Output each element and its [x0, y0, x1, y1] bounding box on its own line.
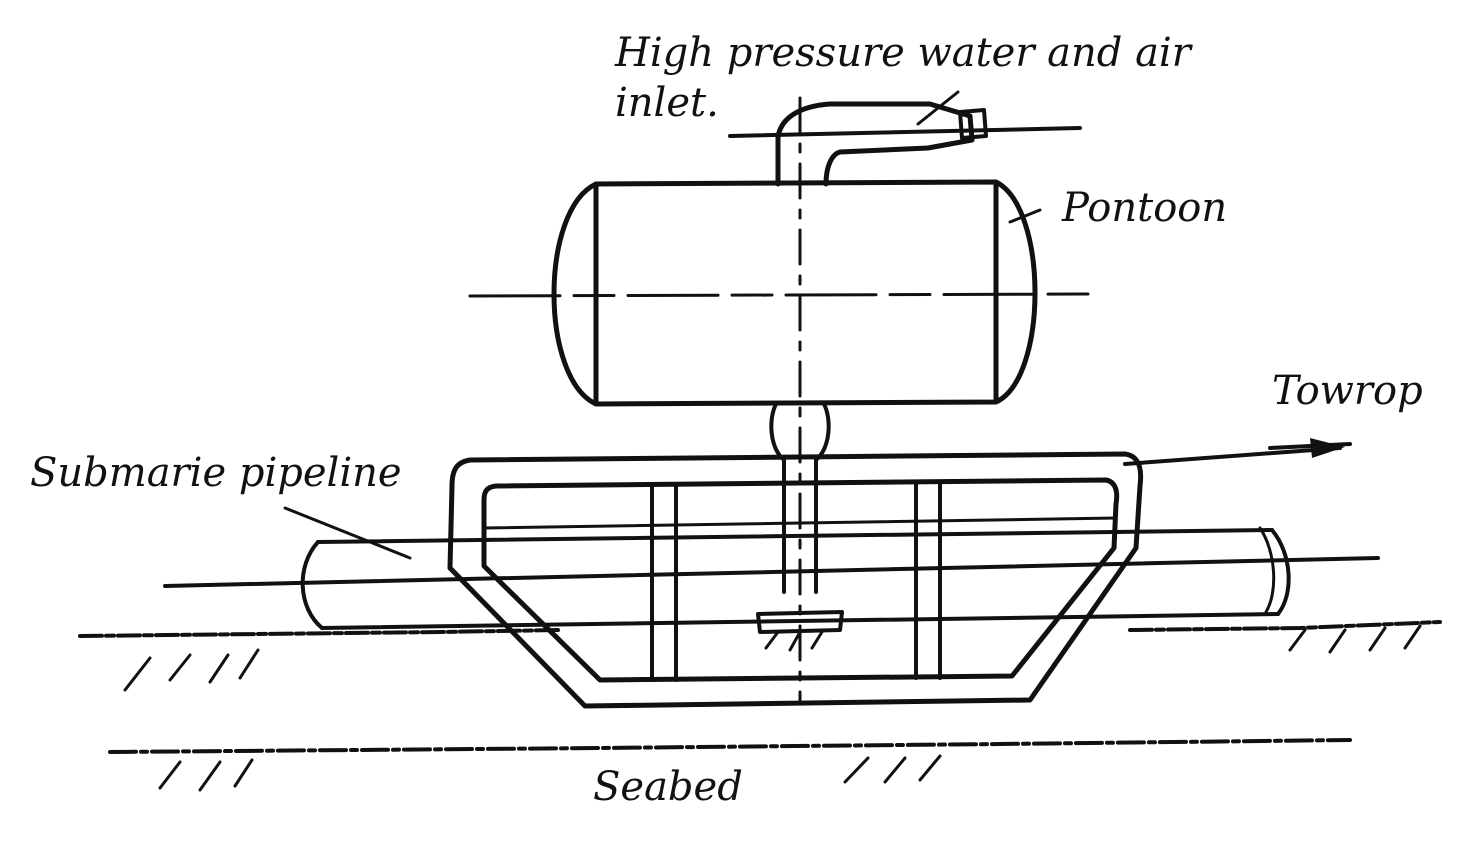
inlet-pipe [728, 90, 1082, 187]
support-leg [756, 402, 844, 652]
inlet-label-line2: inlet. [615, 80, 719, 126]
inlet-label-line1: High pressure water and air [615, 30, 1191, 76]
seabed-surface [78, 620, 1442, 792]
saddle-frame [447, 451, 1144, 709]
pontoon-tank [468, 96, 1096, 702]
towrope [163, 438, 1380, 588]
towrope-label: Towrop [1272, 368, 1423, 414]
pipeline-label-leader [283, 506, 412, 560]
pontoon-label: Pontoon [1062, 185, 1228, 231]
pipeline-label: Submarie pipeline [30, 450, 402, 496]
inlet-label: High pressure water and air inlet. [615, 28, 1191, 128]
towrope-arrow-icon [1310, 438, 1345, 458]
seabed-label: Seabed [593, 764, 743, 810]
